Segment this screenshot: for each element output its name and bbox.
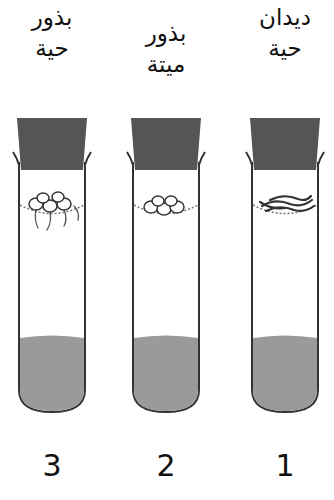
tube-caption: بذور حية (32, 2, 73, 64)
liquid (134, 336, 198, 412)
tube-3 (13, 118, 91, 412)
stopper (250, 118, 320, 170)
tube-glass (252, 162, 318, 412)
tube-glass (19, 162, 85, 412)
live-seeds (29, 192, 71, 212)
tube-number: 2 (156, 448, 175, 484)
tube-number: 3 (42, 448, 61, 484)
worms (260, 196, 314, 211)
tube-number: 1 (275, 448, 294, 484)
stopper (131, 118, 201, 170)
tube-caption: بذور ميتة (146, 18, 187, 80)
liquid (20, 336, 84, 412)
stopper (17, 118, 87, 170)
roots (35, 206, 78, 230)
tube-2 (127, 118, 205, 412)
dead-seeds (144, 196, 184, 215)
tube-caption: ديدان حية (259, 2, 311, 64)
tube-1 (246, 118, 324, 412)
liquid (253, 336, 317, 412)
tube-glass (133, 162, 199, 412)
